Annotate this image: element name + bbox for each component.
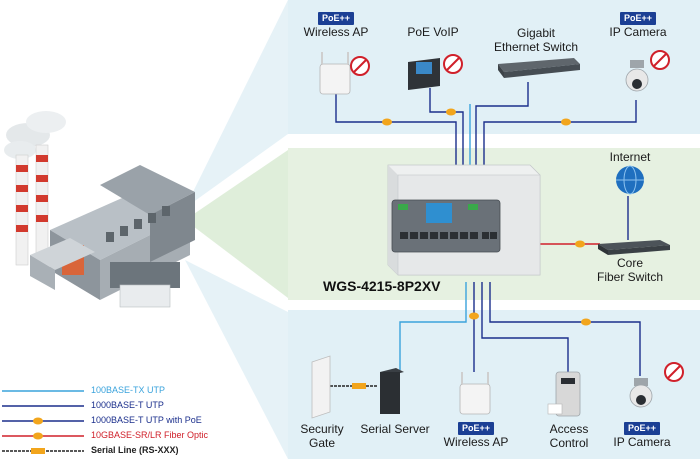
switch-model-label: WGS-4215-8P2XV: [323, 278, 441, 294]
core-fiber-switch-label: Core Fiber Switch: [596, 256, 664, 284]
poe-badge: PoE++: [457, 422, 494, 435]
serial-server-icon: [380, 368, 404, 414]
factory-illustration: [4, 111, 195, 308]
device-label: Wireless AP: [303, 25, 369, 39]
legend-label: 1000BASE-T UTP: [91, 400, 164, 410]
legend-label: 1000BASE-T UTP with PoE: [91, 415, 202, 425]
legend-label: 100BASE-TX UTP: [91, 385, 166, 395]
device-label: PoE VoIP: [407, 25, 459, 39]
connection-lines: [330, 82, 641, 387]
wireless-ap-top-icon: [319, 52, 370, 95]
top-device-wireless-ap: PoE++ Wireless AP: [300, 10, 372, 39]
internet-label: Internet: [609, 150, 651, 164]
device-label: Gigabit Ethernet Switch: [493, 26, 579, 54]
poe-badge: PoE++: [317, 12, 354, 25]
top-device-poe-voip: PoE VoIP: [398, 25, 468, 39]
device-label: Wireless AP: [443, 435, 509, 449]
gigabit-switch-icon: [498, 58, 580, 78]
legend: 100BASE-TX UTP 1000BASE-T UTP 1000BASE-T…: [0, 382, 240, 458]
bottom-device-serial-server: Serial Server: [360, 422, 430, 436]
legend-label: 10GBASE-SR/LR Fiber Optic: [91, 430, 209, 440]
core-fiber-switch-icon: [598, 240, 670, 255]
bottom-device-ip-camera: PoE++ IP Camera: [604, 420, 680, 449]
beam-middle: [185, 150, 288, 298]
wireless-ap-bottom-icon: [459, 372, 491, 415]
ip-camera-bottom-icon: [629, 362, 684, 408]
legend-label: Serial Line (RS-XXX): [91, 445, 179, 455]
internet-globe-icon: [616, 165, 644, 195]
beam-top: [185, 0, 288, 208]
access-control-icon: [547, 371, 581, 417]
security-gate-icon: [311, 355, 331, 419]
poe-badge: PoE++: [619, 12, 656, 25]
poe-markers: [352, 108, 591, 389]
wall-cabinet: [387, 164, 541, 276]
bottom-device-access-control: Access Control: [549, 422, 589, 450]
voip-phone-icon: [408, 54, 463, 90]
poe-badge: PoE++: [623, 422, 660, 435]
bottom-device-wireless-ap: PoE++ Wireless AP: [438, 420, 514, 449]
ip-camera-top-icon: [625, 50, 670, 92]
beam-bottom: [185, 260, 288, 459]
device-label: IP Camera: [609, 25, 667, 39]
bottom-device-security-gate: Security Gate: [300, 422, 344, 450]
top-device-gigabit-switch: Gigabit Ethernet Switch: [488, 12, 584, 68]
device-label: IP Camera: [613, 435, 671, 449]
top-device-ip-camera: PoE++ IP Camera: [600, 10, 676, 39]
